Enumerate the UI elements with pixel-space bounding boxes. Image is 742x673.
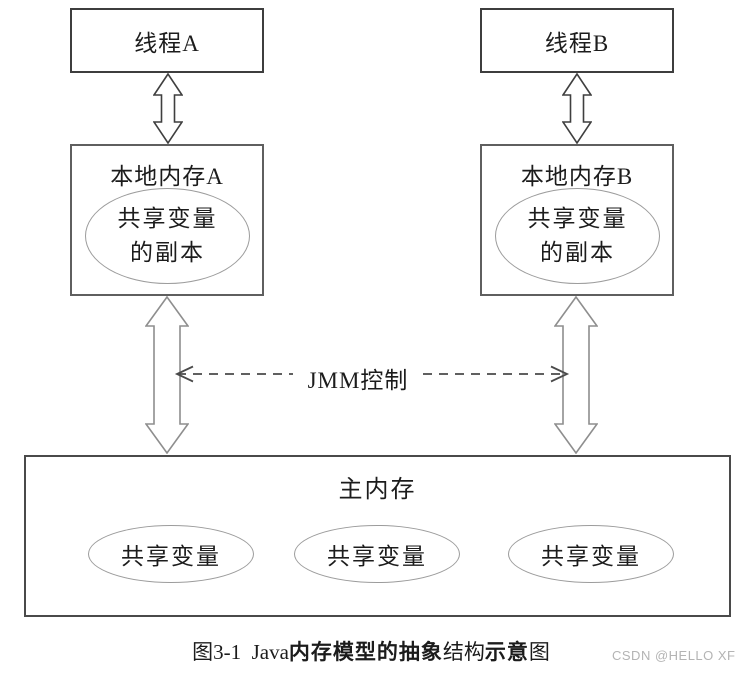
caption-segment: 内存模型的抽象: [288, 641, 443, 664]
local-memory-a-shared-var-ellipse: 共享变量 的副本: [85, 188, 250, 284]
csdn-watermark: CSDN @HELLO XF: [612, 648, 736, 663]
shared-var-copy-line1: 共享变量: [117, 205, 218, 231]
thread-a-local-a-arrow-icon: [153, 73, 183, 144]
main-memory-shared-var-ellipse-3: 共享变量: [508, 525, 674, 583]
figure-caption: 图3-1 Java内存模型的抽象结构示意图: [0, 636, 742, 666]
shared-var-label: 共享变量: [327, 544, 427, 569]
thread-b-box: 线程B: [480, 8, 674, 73]
caption-segment: 示意: [484, 641, 529, 664]
shared-var-label: 共享变量: [541, 544, 641, 569]
jmm-control-dashed-arrow-icon: [174, 365, 570, 383]
shared-var-copy-line1: 共享变量: [527, 205, 628, 231]
local-memory-b-box: 本地内存B 共享变量 的副本: [480, 144, 674, 296]
caption-segment: 图3-1 Java: [192, 640, 289, 664]
main-memory-label: 主内存: [338, 477, 417, 503]
caption-segment: 结构: [442, 640, 485, 664]
local-a-main-memory-arrow-icon: [145, 296, 189, 454]
shared-var-label: 共享变量: [121, 544, 221, 569]
thread-a-label: 线程A: [134, 30, 200, 56]
shared-var-copy-line2: 的副本: [130, 240, 205, 265]
local-memory-a-box: 本地内存A 共享变量 的副本: [70, 144, 264, 296]
main-memory-shared-var-ellipse-1: 共享变量: [88, 525, 254, 583]
thread-a-box: 线程A: [70, 8, 264, 73]
local-memory-b-label: 本地内存B: [520, 164, 634, 189]
thread-b-label: 线程B: [544, 30, 610, 56]
caption-segment: 图: [528, 640, 550, 664]
local-memory-b-shared-var-ellipse: 共享变量 的副本: [495, 188, 660, 284]
shared-var-copy-line2: 的副本: [540, 240, 615, 265]
main-memory-box: 主内存 共享变量 共享变量 共享变量: [24, 455, 731, 617]
thread-b-local-b-arrow-icon: [562, 73, 592, 144]
local-memory-a-label: 本地内存A: [110, 164, 224, 189]
main-memory-shared-var-ellipse-2: 共享变量: [294, 525, 460, 583]
jmm-control-label: JMM控制: [307, 368, 409, 393]
local-b-main-memory-arrow-icon: [554, 296, 598, 454]
